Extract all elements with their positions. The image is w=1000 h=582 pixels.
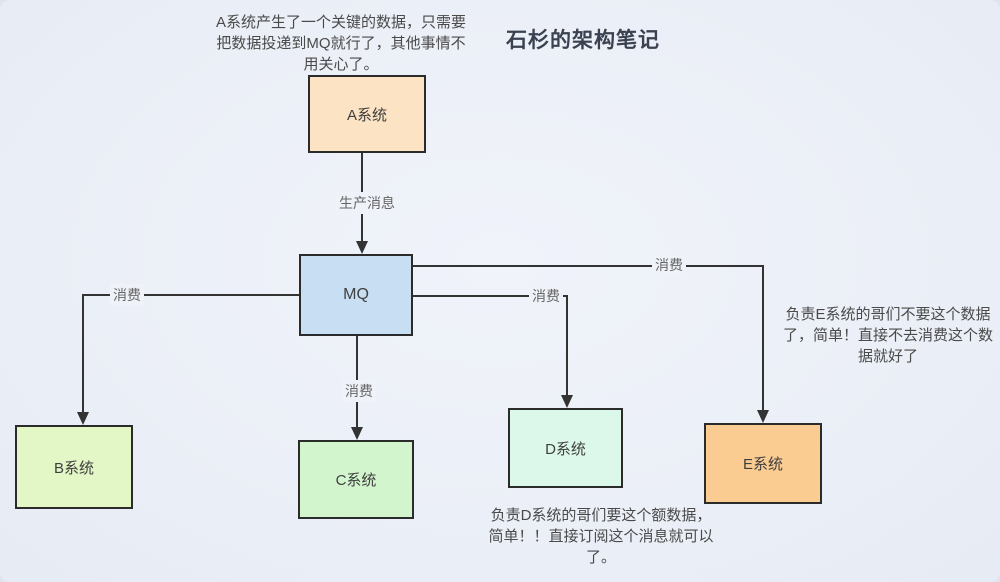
node-a-label: A系统 bbox=[346, 106, 387, 124]
connector-mq-to-b bbox=[83, 294, 299, 296]
node-d-system: D系统 bbox=[508, 408, 623, 488]
edge-label-consume-e: 消费 bbox=[652, 254, 686, 276]
node-c-system: C系统 bbox=[298, 440, 414, 519]
node-b-system: B系统 bbox=[15, 425, 133, 509]
node-mq: MQ bbox=[299, 254, 413, 336]
edge-label-consume-c: 消费 bbox=[342, 380, 376, 402]
note-consumer-e: 负责E系统的哥们不要这个数据了，简单！直接不去消费这个数据就好了 bbox=[782, 306, 993, 365]
arrow-down-icon bbox=[757, 410, 769, 423]
arrow-down-icon bbox=[356, 241, 368, 254]
node-mq-label: MQ bbox=[343, 286, 369, 303]
arrow-down-icon bbox=[351, 427, 363, 440]
connector-mq-to-d bbox=[413, 295, 567, 297]
connector-mq-to-b-vertical bbox=[82, 294, 84, 412]
connector-mq-to-e bbox=[413, 265, 763, 267]
node-b-label: B系统 bbox=[53, 459, 94, 477]
node-e-system: E系统 bbox=[704, 423, 822, 504]
connector-mq-to-e-vertical bbox=[762, 265, 764, 410]
page-title: 石杉的架构笔记 bbox=[506, 29, 660, 52]
note-consumer-d: 负责D系统的哥们要这个额数据，简单！！直接订阅这个消息就可以了。 bbox=[488, 507, 714, 566]
node-a-system: A系统 bbox=[308, 75, 426, 153]
connector-mq-to-d-vertical bbox=[566, 295, 568, 395]
arrow-down-icon bbox=[561, 395, 573, 408]
note-producer: A系统产生了一个关键的数据，只需要把数据投递到MQ就行了，其他事情不用关心了。 bbox=[216, 14, 467, 73]
node-e-label: E系统 bbox=[742, 456, 783, 473]
arrow-down-icon bbox=[77, 412, 89, 425]
edge-label-consume-d: 消费 bbox=[529, 285, 563, 307]
edge-label-produce: 生产消息 bbox=[336, 192, 398, 214]
node-d-label: D系统 bbox=[545, 440, 586, 458]
edge-label-consume-b: 消费 bbox=[110, 284, 144, 306]
node-c-label: C系统 bbox=[335, 472, 377, 489]
